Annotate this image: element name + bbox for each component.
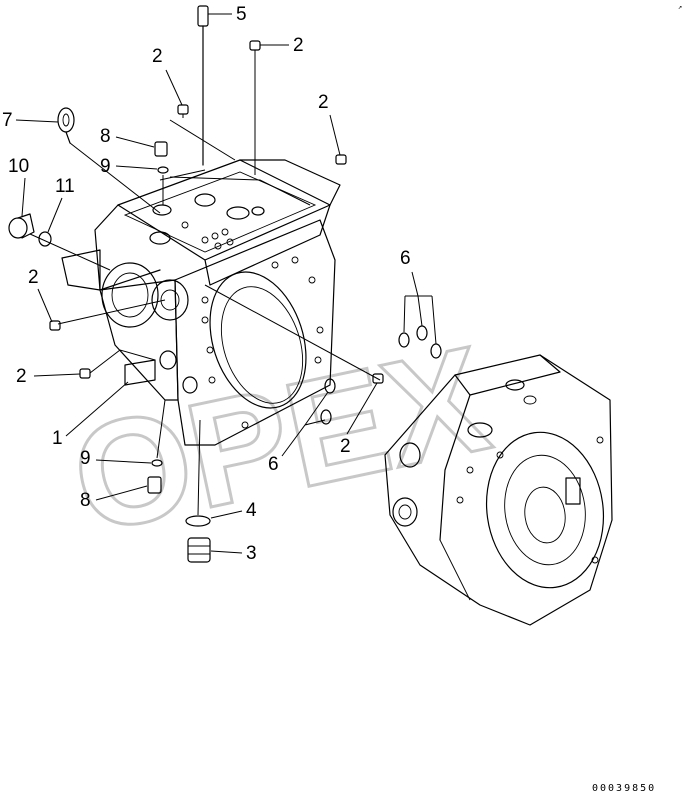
callout-4: 4: [246, 500, 257, 521]
pump-housing-exploded: [61, 159, 341, 446]
callout-10: 10: [8, 156, 29, 177]
document-number: 00039850: [592, 783, 656, 794]
callouts: 5 2 2 2 7 8 9 10 11 2 6 2 1 2 6 9 8: [2, 4, 437, 564]
small-parts: [8, 5, 442, 563]
callout-3: 3: [246, 543, 257, 564]
callout-2: 2: [293, 35, 304, 56]
callout-8: 8: [80, 490, 91, 511]
corner-mark: ↗: [678, 3, 682, 11]
callout-2: 2: [318, 92, 329, 113]
callout-2: 2: [152, 46, 163, 67]
callout-2: 2: [28, 267, 39, 288]
callout-6: 6: [400, 248, 411, 269]
callout-1: 1: [52, 428, 63, 449]
callout-9: 9: [80, 448, 91, 469]
callout-9: 9: [100, 156, 111, 177]
callout-7: 7: [2, 110, 13, 131]
callout-5: 5: [236, 4, 247, 25]
callout-2: 2: [340, 436, 351, 457]
callout-8: 8: [100, 126, 111, 147]
callout-6: 6: [268, 454, 279, 475]
pump-assembly: [384, 354, 613, 626]
callout-2: 2: [16, 366, 27, 387]
callout-11: 11: [55, 176, 75, 197]
